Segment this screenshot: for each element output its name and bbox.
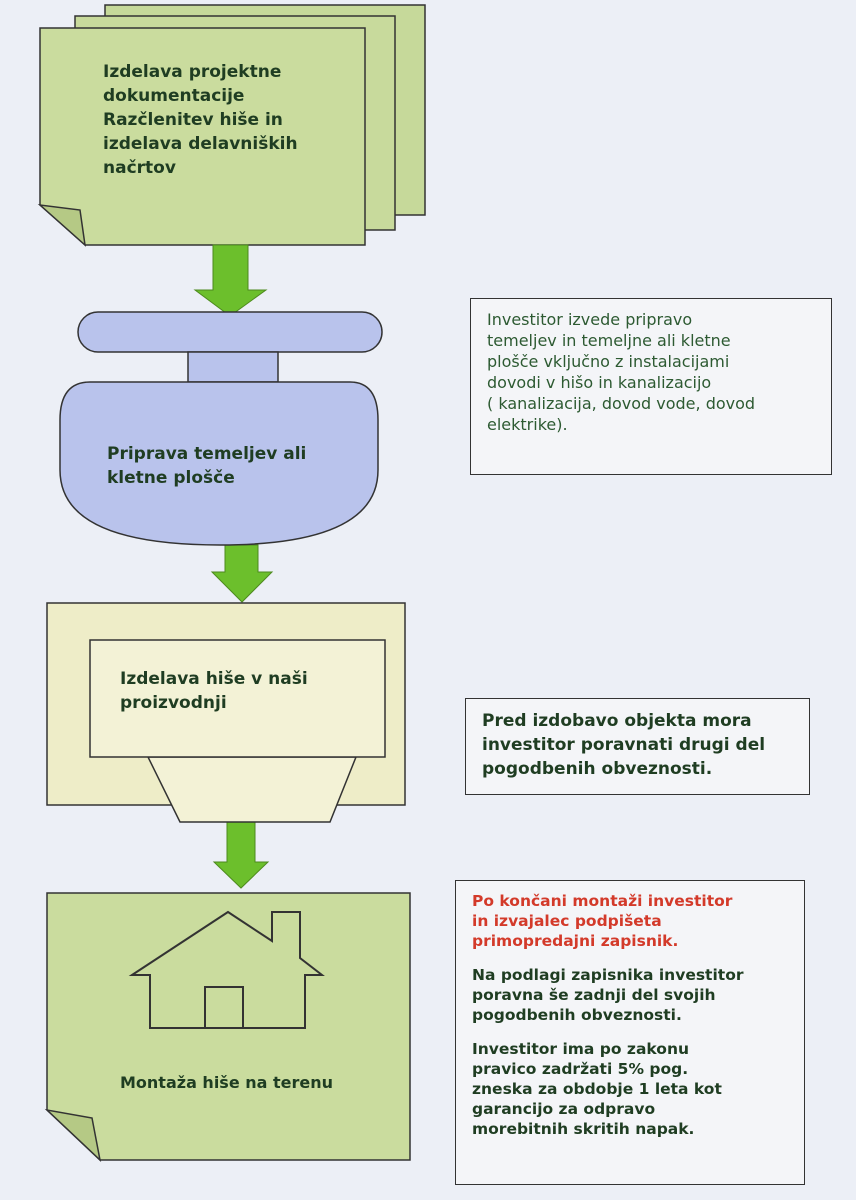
- arrow-2: [210, 544, 274, 603]
- note-assembly-payment: Na podlagi zapisnika investitor poravna …: [472, 966, 744, 1024]
- step-assembly-label: Montaža hiše na terenu: [120, 1073, 334, 1092]
- arrow-1: [193, 244, 268, 317]
- note-delivery-text: Pred izdobavo objekta mora investitor po…: [482, 711, 766, 779]
- arrow-3: [212, 821, 270, 889]
- note-foundation-text: Investitor izvede pripravo temeljev in t…: [487, 310, 756, 434]
- note-assembly-handover: Po končani montaži investitor in izvajal…: [472, 892, 733, 950]
- production-shape: [46, 602, 406, 823]
- step-design-label: Izdelava projektne dokumentacije Razčlen…: [103, 62, 298, 178]
- assembly-document-shape: [44, 892, 411, 1163]
- note-delivery: Pred izdobavo objekta mora investitor po…: [465, 698, 810, 795]
- document-stack-shape: [37, 4, 426, 247]
- house-icon: [128, 910, 325, 1029]
- note-assembly-warranty: Investitor ima po zakonu pravico zadržat…: [472, 1040, 722, 1138]
- step-production-label: Izdelava hiše v naši proizvodnji: [120, 669, 308, 713]
- note-assembly: Po končani montaži investitor in izvajal…: [455, 880, 805, 1185]
- foundation-shape: [59, 311, 383, 546]
- step-foundation-label: Priprava temeljev ali kletne plošče: [107, 444, 307, 488]
- note-foundation: Investitor izvede pripravo temeljev in t…: [470, 298, 832, 475]
